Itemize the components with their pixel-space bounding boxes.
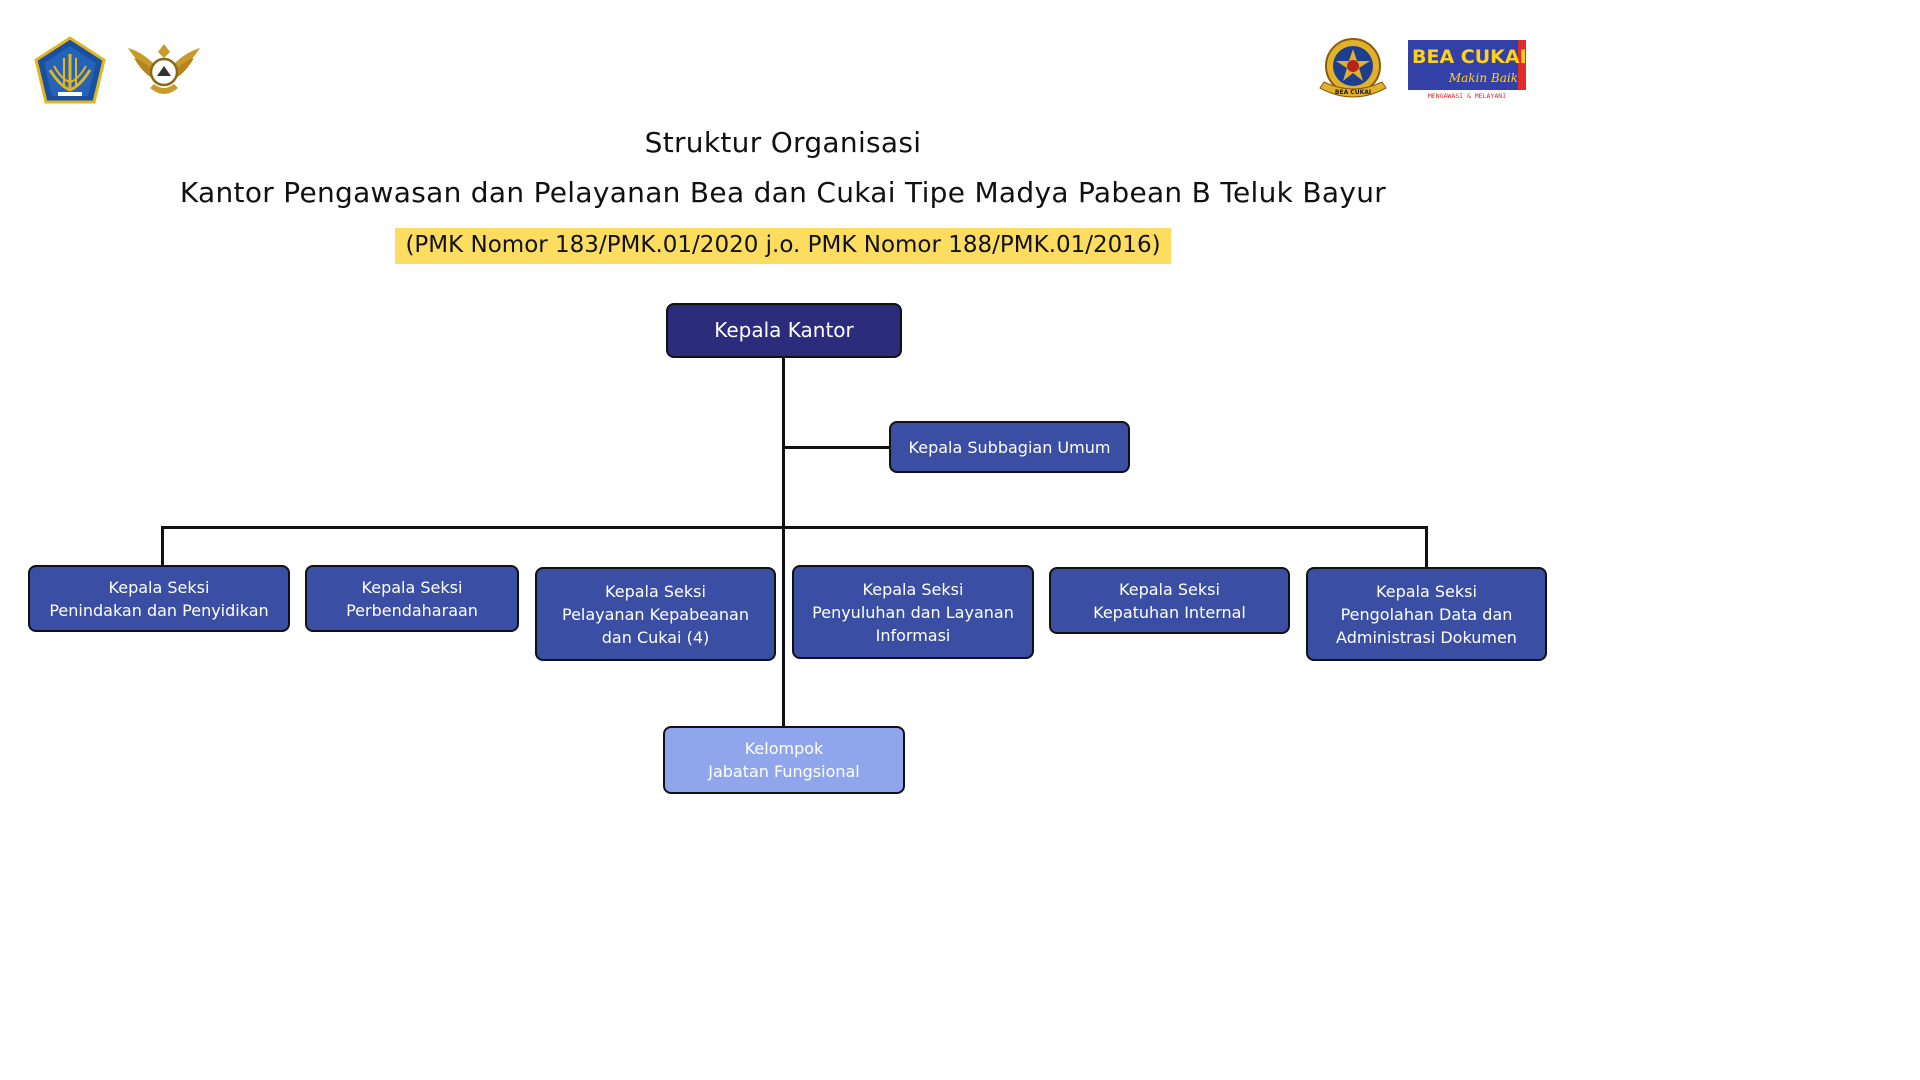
kemenkeu-logo — [34, 36, 106, 104]
section-label: Kepala Seksi Perbendaharaan — [346, 577, 478, 620]
connector-main-vertical — [782, 356, 785, 728]
section-label: Kepala Seksi Pengolahan Data dan Adminis… — [1336, 581, 1517, 647]
seksi-kepatuhan-internal-box: Kepala Seksi Kepatuhan Internal — [1049, 567, 1290, 634]
kepala-kantor-box: Kepala Kantor — [666, 303, 902, 358]
section-label: Kepala Seksi Pelayanan Kepabeanan dan Cu… — [561, 581, 749, 647]
seksi-pelayanan-kepabeanan-cukai-box: Kepala Seksi Pelayanan Kepabeanan dan Cu… — [535, 567, 776, 661]
bea-cukai-logo-title: BEA CUKAI — [1412, 46, 1527, 68]
office-name: Kantor Pengawasan dan Pelayanan Bea dan … — [179, 176, 1387, 209]
section-label: Kepala Seksi Penindakan dan Penyidikan — [49, 577, 269, 620]
kelompok-jabatan-fungsional-box: Kelompok Jabatan Fungsional — [663, 726, 905, 794]
reference-wrapper: (PMK Nomor 183/PMK.01/2020 j.o. PMK Nomo… — [0, 228, 1566, 264]
connector-section-left — [161, 526, 164, 567]
kepala-subbagian-umum-box: Kepala Subbagian Umum — [889, 421, 1130, 473]
connector-section-right — [1425, 526, 1428, 569]
seksi-penyuluhan-layanan-informasi-box: Kepala Seksi Penyuluhan dan Layanan Info… — [792, 565, 1034, 659]
seksi-penindakan-penyidikan-box: Kepala Seksi Penindakan dan Penyidikan — [28, 565, 290, 632]
bea-cukai-seal-logo: BEA CUKAI — [1319, 38, 1387, 98]
customs-garuda-emblem — [128, 44, 200, 94]
functional-group-label: Kelompok Jabatan Fungsional — [708, 739, 860, 781]
section-label: Kepala Seksi Penyuluhan dan Layanan Info… — [812, 579, 1014, 645]
connector-sections-horizontal — [161, 526, 1428, 529]
seksi-perbendaharaan-box: Kepala Seksi Perbendaharaan — [305, 565, 519, 632]
regulation-reference: (PMK Nomor 183/PMK.01/2020 j.o. PMK Nomo… — [395, 228, 1171, 264]
section-label: Kepala Seksi Kepatuhan Internal — [1093, 579, 1246, 622]
bea-cukai-logo-motto: MENGAWASI & MELAYANI — [1428, 92, 1506, 100]
kepala-subbagian-umum-label: Kepala Subbagian Umum — [908, 437, 1111, 457]
connector-subbagian — [783, 446, 891, 449]
kepala-kantor-label: Kepala Kantor — [714, 318, 854, 342]
page-title: Struktur Organisasi — [644, 126, 922, 159]
seal-label: BEA CUKAI — [1335, 89, 1371, 96]
bea-cukai-logo-tagline: Makin Baik — [1448, 71, 1518, 85]
seksi-pengolahan-data-administrasi-box: Kepala Seksi Pengolahan Data dan Adminis… — [1306, 567, 1547, 661]
bea-cukai-makin-baik-logo: BEA CUKAI Makin Baik MENGAWASI & MELAYAN… — [1406, 38, 1528, 100]
